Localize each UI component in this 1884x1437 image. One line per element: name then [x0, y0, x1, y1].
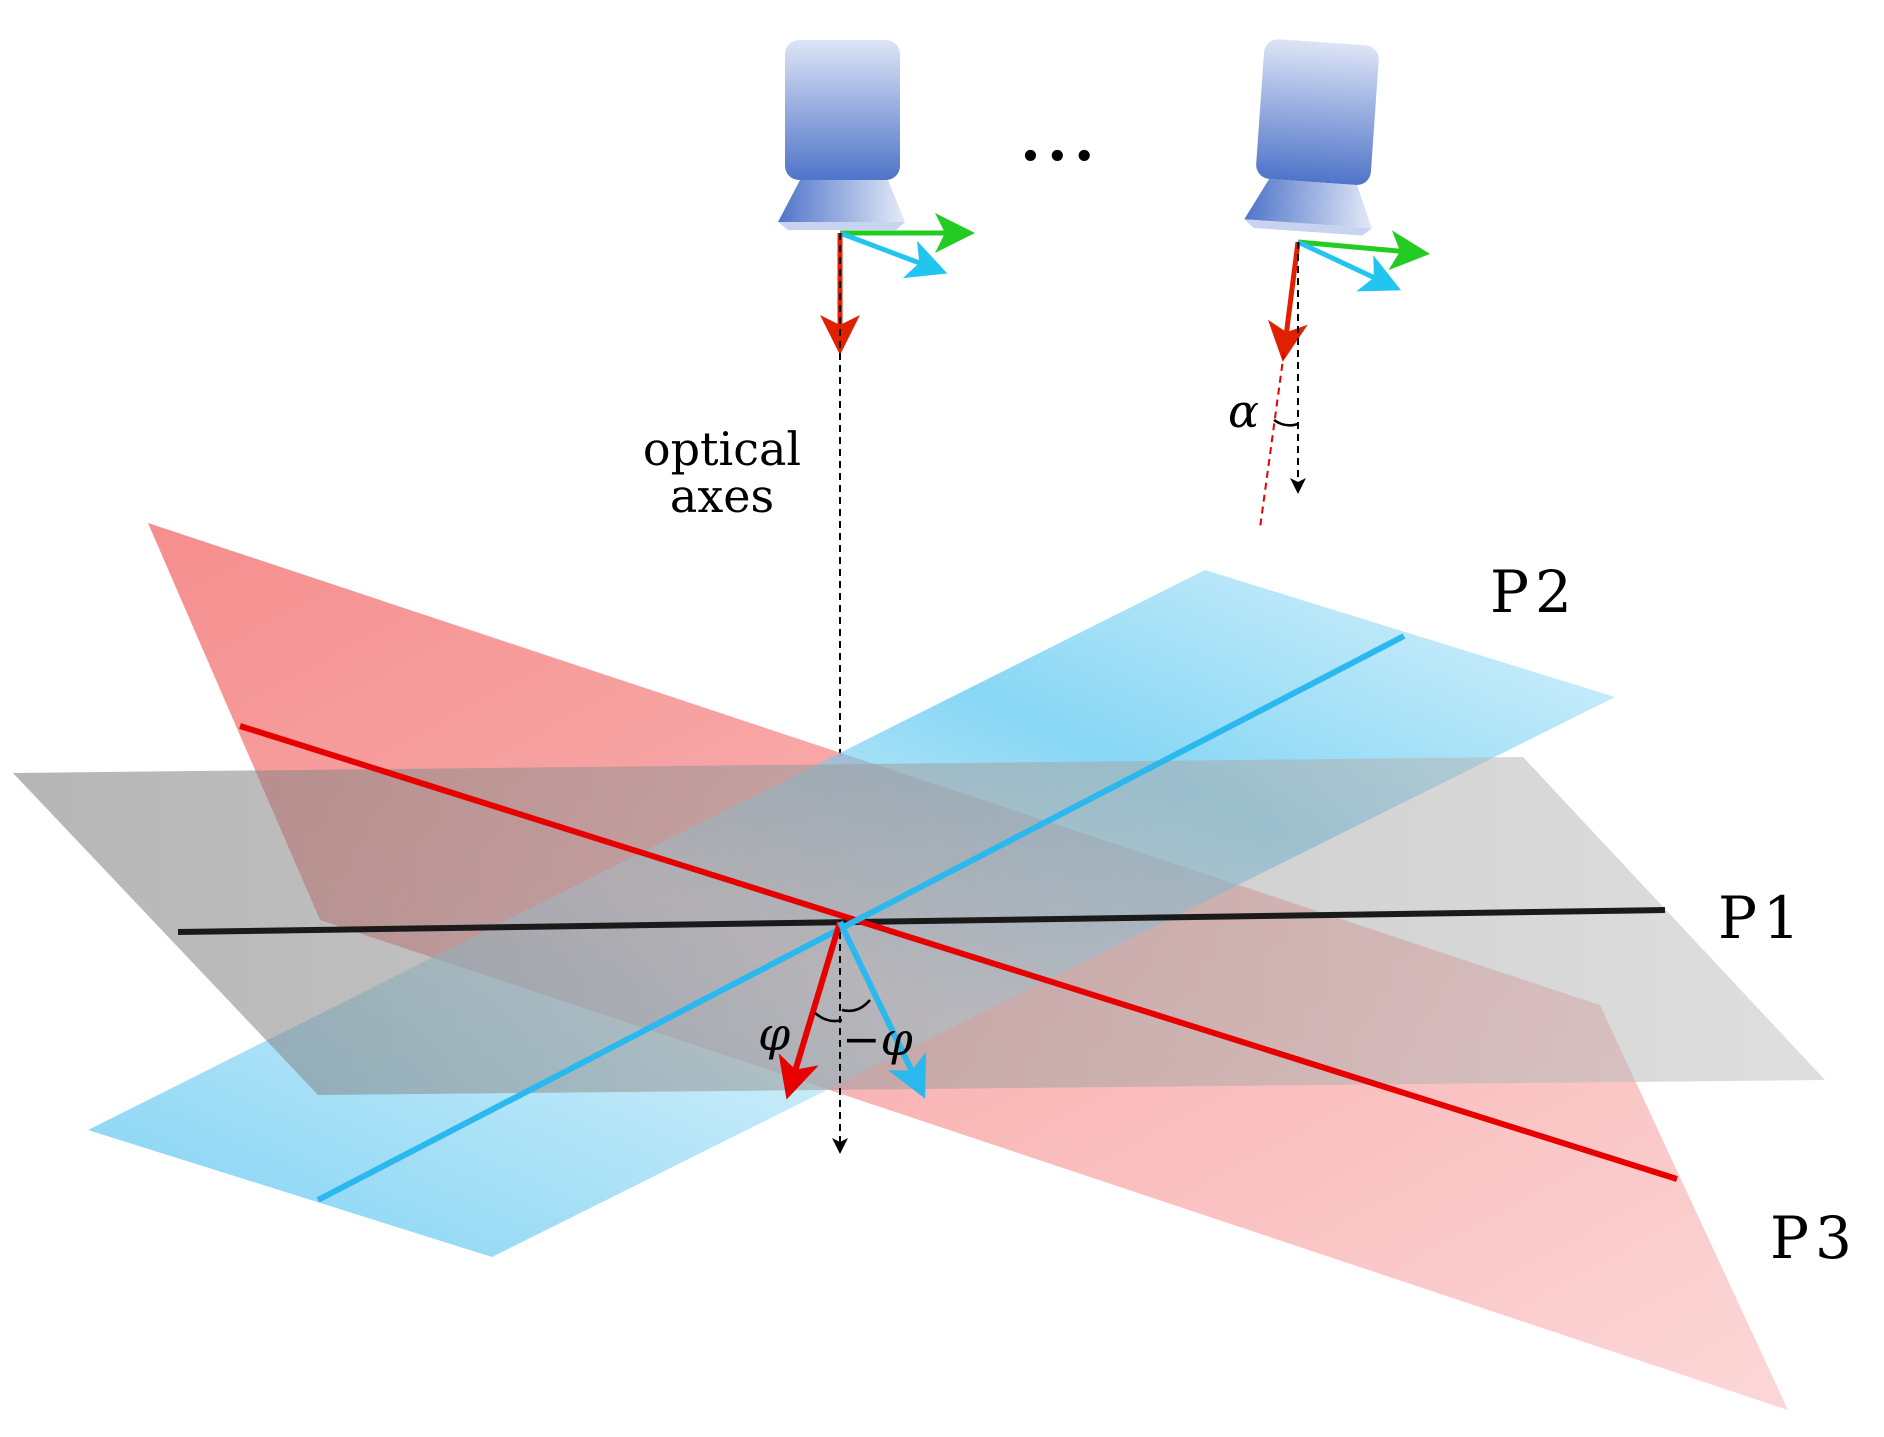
- camera-1-axes: [820, 213, 975, 355]
- phi-label: φ: [758, 1007, 791, 1061]
- ellipsis-label: ...: [1020, 105, 1101, 175]
- p2-label: P2: [1490, 558, 1578, 626]
- phi-red-arrow: [778, 921, 843, 1100]
- p3-label: P3: [1770, 1204, 1858, 1272]
- p1-label: P1: [1718, 884, 1806, 952]
- plane-p1: [13, 757, 1825, 1095]
- camera-icon-tilted: [1244, 39, 1379, 236]
- phi-angle-arc: [814, 1012, 843, 1023]
- line-p3: [239, 723, 1678, 1182]
- neg-phi-angle-arc: [841, 999, 871, 1013]
- alpha-label: α: [1228, 384, 1259, 438]
- camera-2-axes: [1259, 230, 1430, 529]
- optical-label-line2: axes: [670, 469, 774, 523]
- line-p2: [316, 633, 1406, 1203]
- camera-icon: [778, 40, 905, 230]
- phi-blue-arrow: [837, 920, 926, 1099]
- neg-phi-label: −φ: [842, 1012, 914, 1066]
- optical-label-line1: optical: [643, 422, 801, 476]
- line-p1: [177, 907, 1666, 935]
